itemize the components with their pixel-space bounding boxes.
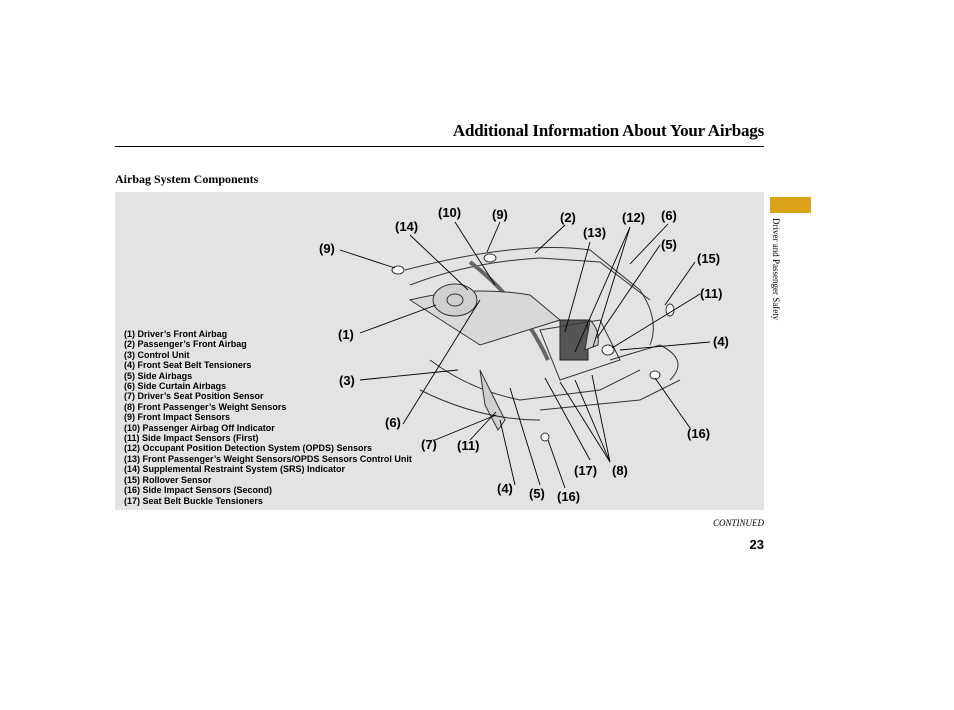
legend-item: (8) Front Passenger’s Weight Sensors xyxy=(124,401,287,412)
callout-label: (6) xyxy=(661,208,677,223)
callout-label: (15) xyxy=(697,251,721,266)
callout-label: (4) xyxy=(497,481,513,496)
legend-item: (14) Supplemental Restraint System (SRS)… xyxy=(124,464,346,475)
callout-label: (5) xyxy=(661,237,677,252)
callout-label: (12) xyxy=(622,210,646,225)
legend-item: (11) Side Impact Sensors (First) xyxy=(124,433,259,444)
legend-item: (6) Side Curtain Airbags xyxy=(124,381,227,392)
callout-label: (10) xyxy=(438,205,462,220)
section-heading: Airbag System Components xyxy=(115,172,259,186)
callout-label: (6) xyxy=(385,415,401,430)
callout-label: (14) xyxy=(395,219,419,234)
component-legend: (1) Driver’s Front Airbag (2) Passenger’… xyxy=(124,329,412,506)
callout-label: (9) xyxy=(319,241,335,256)
callout-label: (16) xyxy=(687,426,711,441)
legend-item: (4) Front Seat Belt Tensioners xyxy=(124,360,252,371)
legend-item: (17) Seat Belt Buckle Tensioners xyxy=(124,495,263,506)
callout-label: (16) xyxy=(557,489,581,504)
legend-item: (15) Rollover Sensor xyxy=(124,474,212,485)
legend-item: (10) Passenger Airbag Off Indicator xyxy=(124,422,275,433)
legend-item: (7) Driver’s Seat Position Sensor xyxy=(124,391,264,402)
page-number: 23 xyxy=(749,537,764,552)
title-divider xyxy=(115,146,764,147)
legend-item: (5) Side Airbags xyxy=(124,370,193,381)
callout-label: (13) xyxy=(583,225,607,240)
callout-label: (17) xyxy=(574,463,598,478)
airbag-diagram-panel xyxy=(115,192,764,510)
page-title: Additional Information About Your Airbag… xyxy=(452,121,764,140)
callout-label: (11) xyxy=(457,438,480,453)
legend-item: (1) Driver’s Front Airbag xyxy=(124,329,228,339)
callout-label: (3) xyxy=(339,373,355,388)
legend-item: (2) Passenger’s Front Airbag xyxy=(124,339,247,350)
legend-item: (12) Occupant Position Detection System … xyxy=(124,443,373,454)
callout-label: (4) xyxy=(713,334,729,349)
continued-note: CONTINUED xyxy=(712,518,764,528)
callout-label: (9) xyxy=(492,207,508,222)
legend-item: (16) Side Impact Sensors (Second) xyxy=(124,485,273,496)
callout-label: (2) xyxy=(560,210,576,225)
section-tab-marker xyxy=(770,197,811,213)
legend-item: (13) Front Passenger’s Weight Sensors/OP… xyxy=(124,453,412,464)
legend-item: (9) Front Impact Sensors xyxy=(124,412,231,423)
callout-label: (1) xyxy=(338,327,354,342)
callout-label: (7) xyxy=(421,437,437,452)
callout-label: (8) xyxy=(612,463,628,478)
legend-item: (3) Control Unit xyxy=(124,349,190,360)
callout-label: (5) xyxy=(529,486,545,501)
callout-label: (11) xyxy=(700,286,723,301)
